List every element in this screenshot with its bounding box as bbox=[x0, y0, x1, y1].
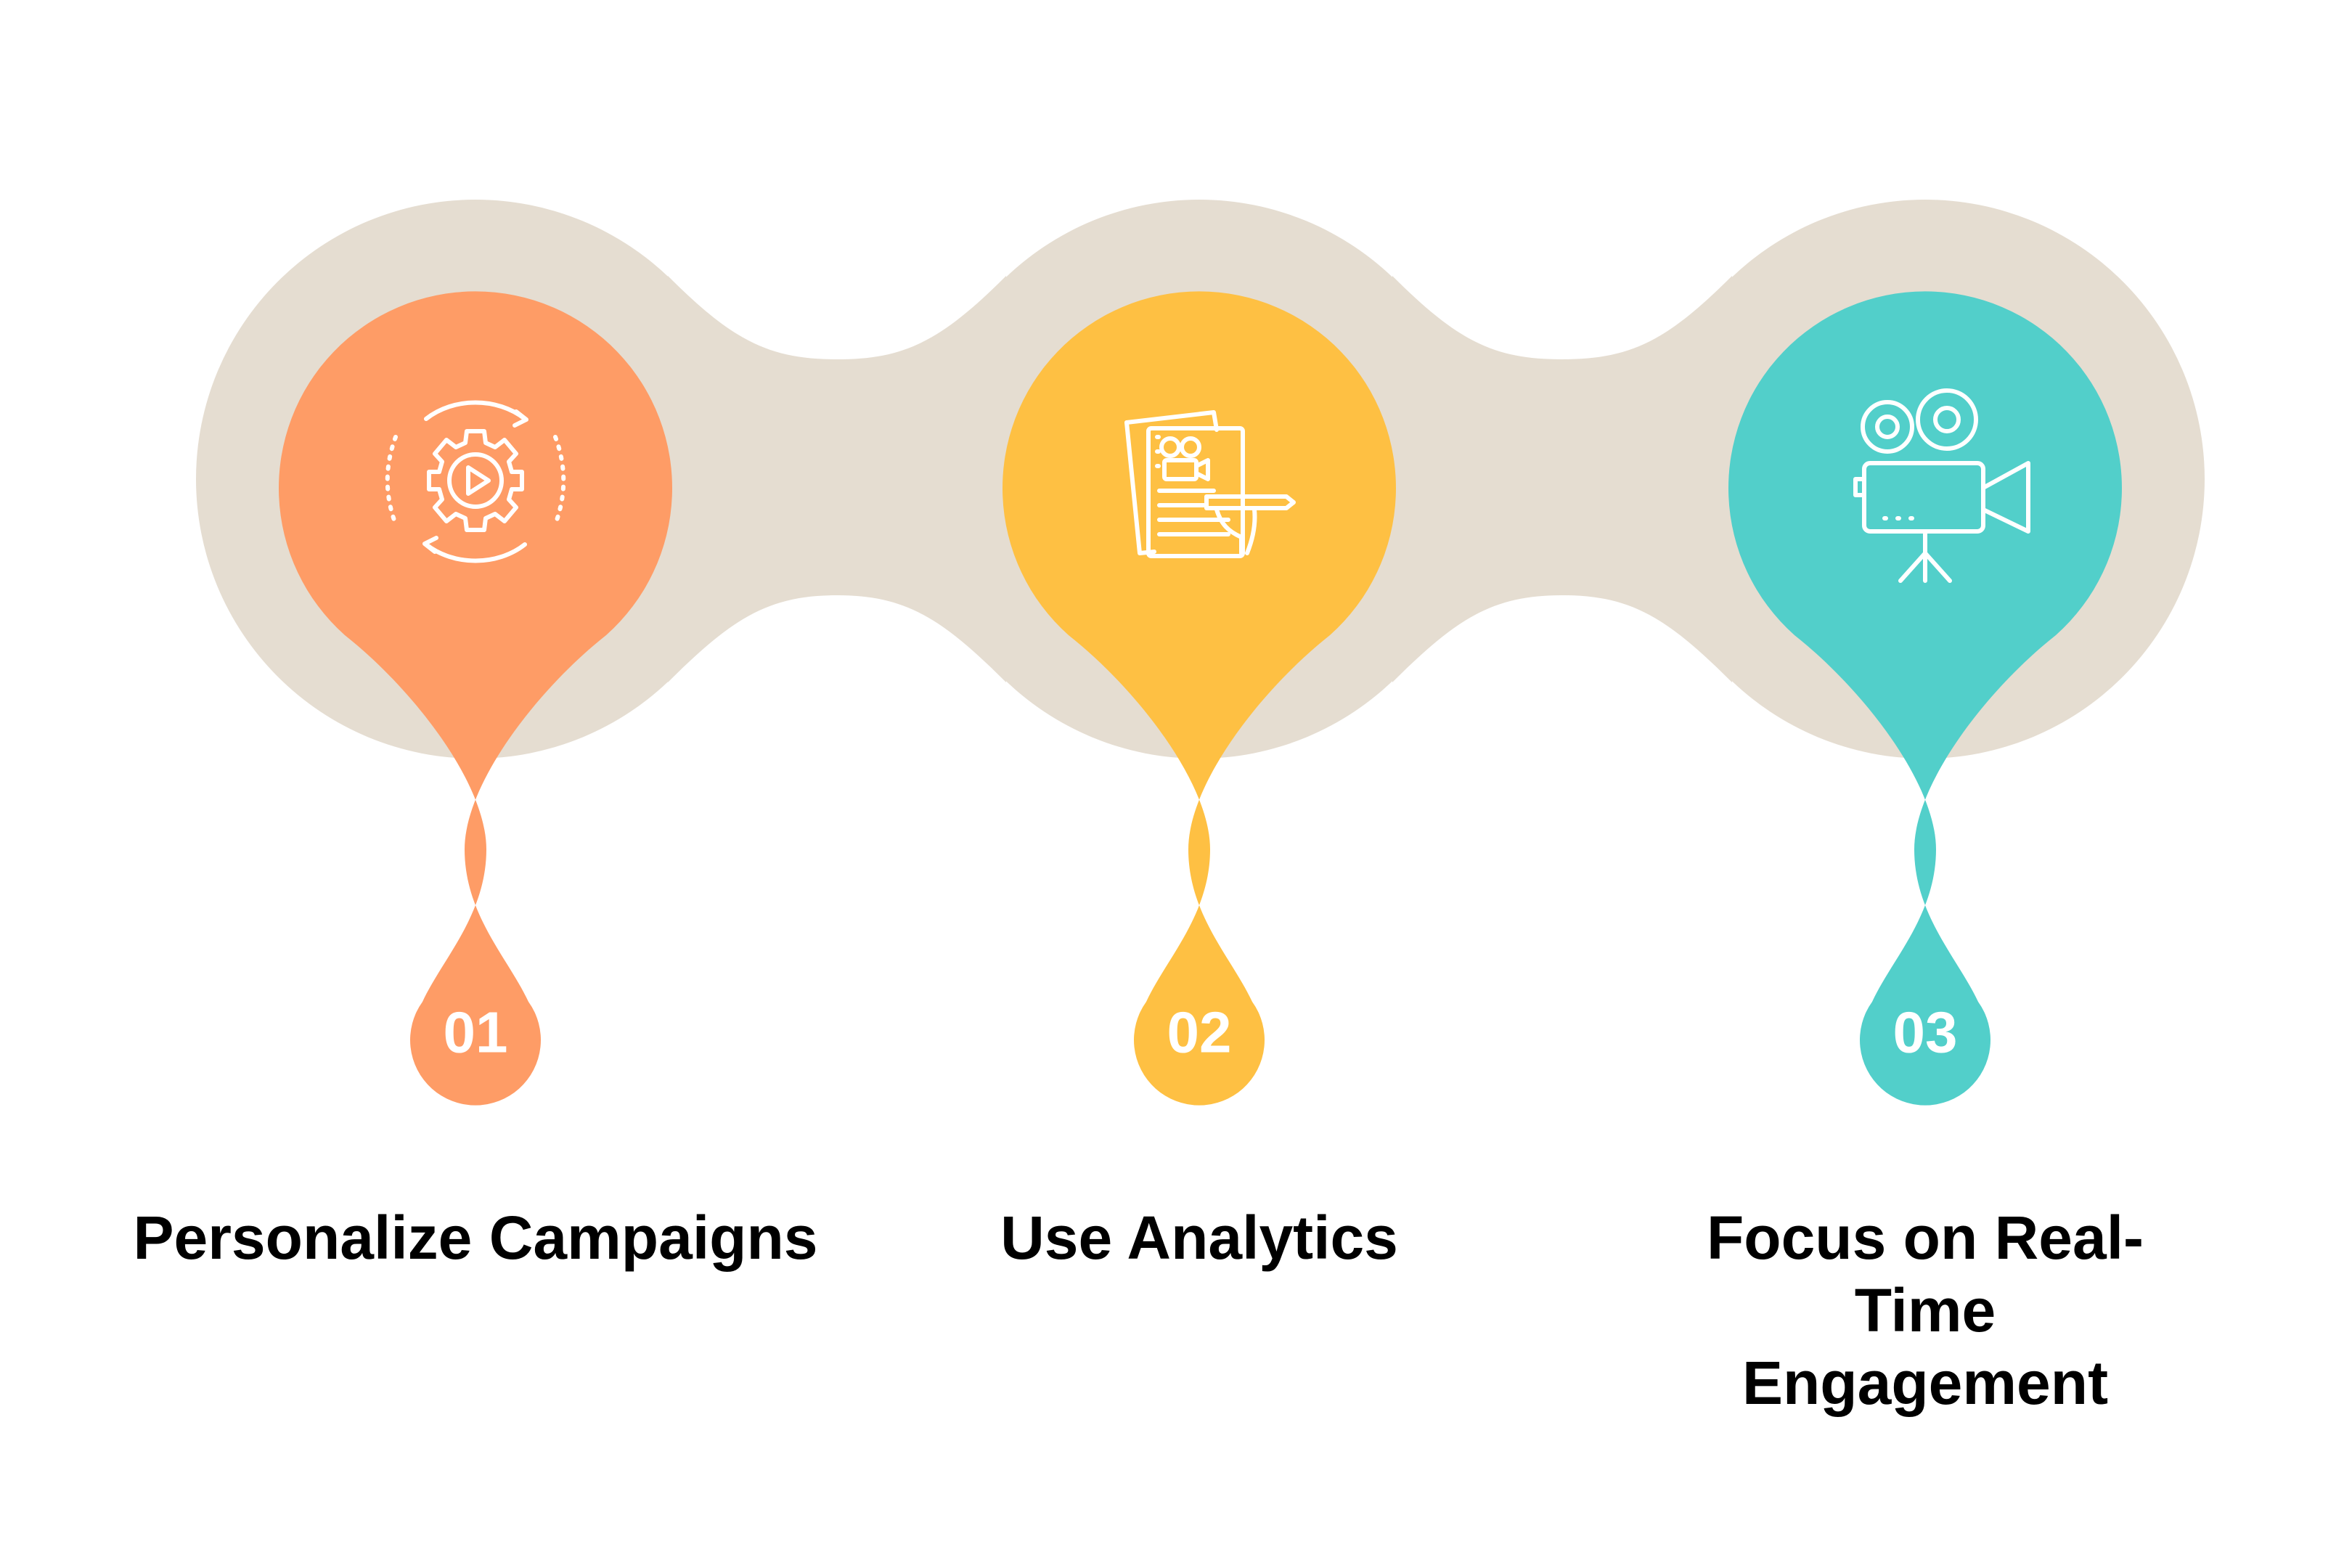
step-01-number: 01 bbox=[444, 1000, 508, 1065]
step-03-title: Focus on Real-Time Engagement bbox=[1706, 1204, 2144, 1417]
step-02-number: 02 bbox=[1167, 1000, 1232, 1065]
step-03-number: 03 bbox=[1893, 1000, 1958, 1065]
step-03-drop-shape bbox=[1728, 291, 2122, 1106]
connector-bridge-1 bbox=[668, 276, 1006, 682]
document-writing-icon bbox=[1124, 410, 1296, 558]
step-03: 03 bbox=[1728, 291, 2122, 1106]
step-02-title: Use Analytics bbox=[1000, 1204, 1398, 1272]
step-02: 02 bbox=[1003, 291, 1396, 1106]
step-01-drop-shape bbox=[279, 291, 672, 1106]
step-01: 01 bbox=[279, 291, 672, 1106]
video-camera-icon bbox=[1853, 388, 2030, 583]
connector-bridge-2 bbox=[1392, 276, 1732, 682]
step-01-title: Personalize Campaigns bbox=[133, 1204, 818, 1272]
gear-play-icon bbox=[385, 400, 566, 563]
step-02-drop-shape bbox=[1003, 291, 1396, 1106]
